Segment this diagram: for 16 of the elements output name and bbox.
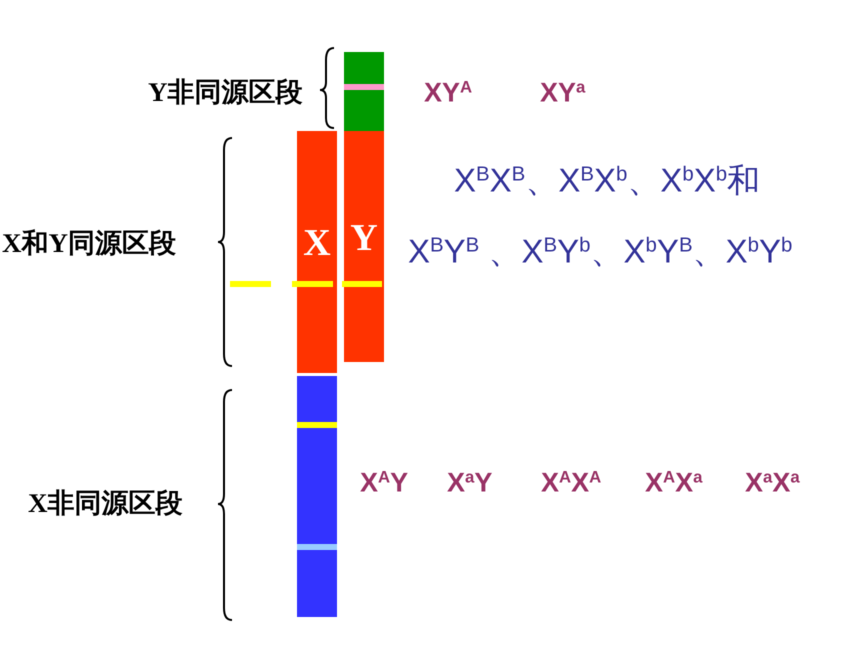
region-label: Y非同源区段 <box>148 76 302 109</box>
genotype-text: XY$^{a}$ <box>540 77 586 109</box>
chromosome-letter: Y <box>350 216 378 260</box>
genotype-text: X$^{B}$X$^{B}$、X$^{B}$X$^{b}$、X$^{b}$X$^{b}$和 <box>454 160 760 200</box>
region-label: X和Y同源区段 <box>2 227 176 260</box>
chromosome-letter: X <box>303 221 331 265</box>
genotype-text: XY$^{A}$ <box>424 77 472 109</box>
genotype-text: X$^{a}$X$^{a}$ <box>745 467 800 499</box>
region-label: X非同源区段 <box>28 487 182 520</box>
genotype-text: X$^{a}$Y <box>447 467 492 499</box>
chromosome-segment <box>297 131 337 373</box>
genotype-text: X$^{A}$Y <box>360 467 408 499</box>
genotype-text: X$^{A}$X$^{a}$ <box>645 467 702 499</box>
genotype-text: X$^{A}$X$^{A}$ <box>541 467 602 499</box>
genotype-text: X$^{B}$Y$^{B}$ 、X$^{B}$Y$^{b}$、X$^{b}$Y$^{B}$、X$^{b}$Y$^{b}$ <box>408 232 792 272</box>
chromosome-segment <box>344 131 384 362</box>
